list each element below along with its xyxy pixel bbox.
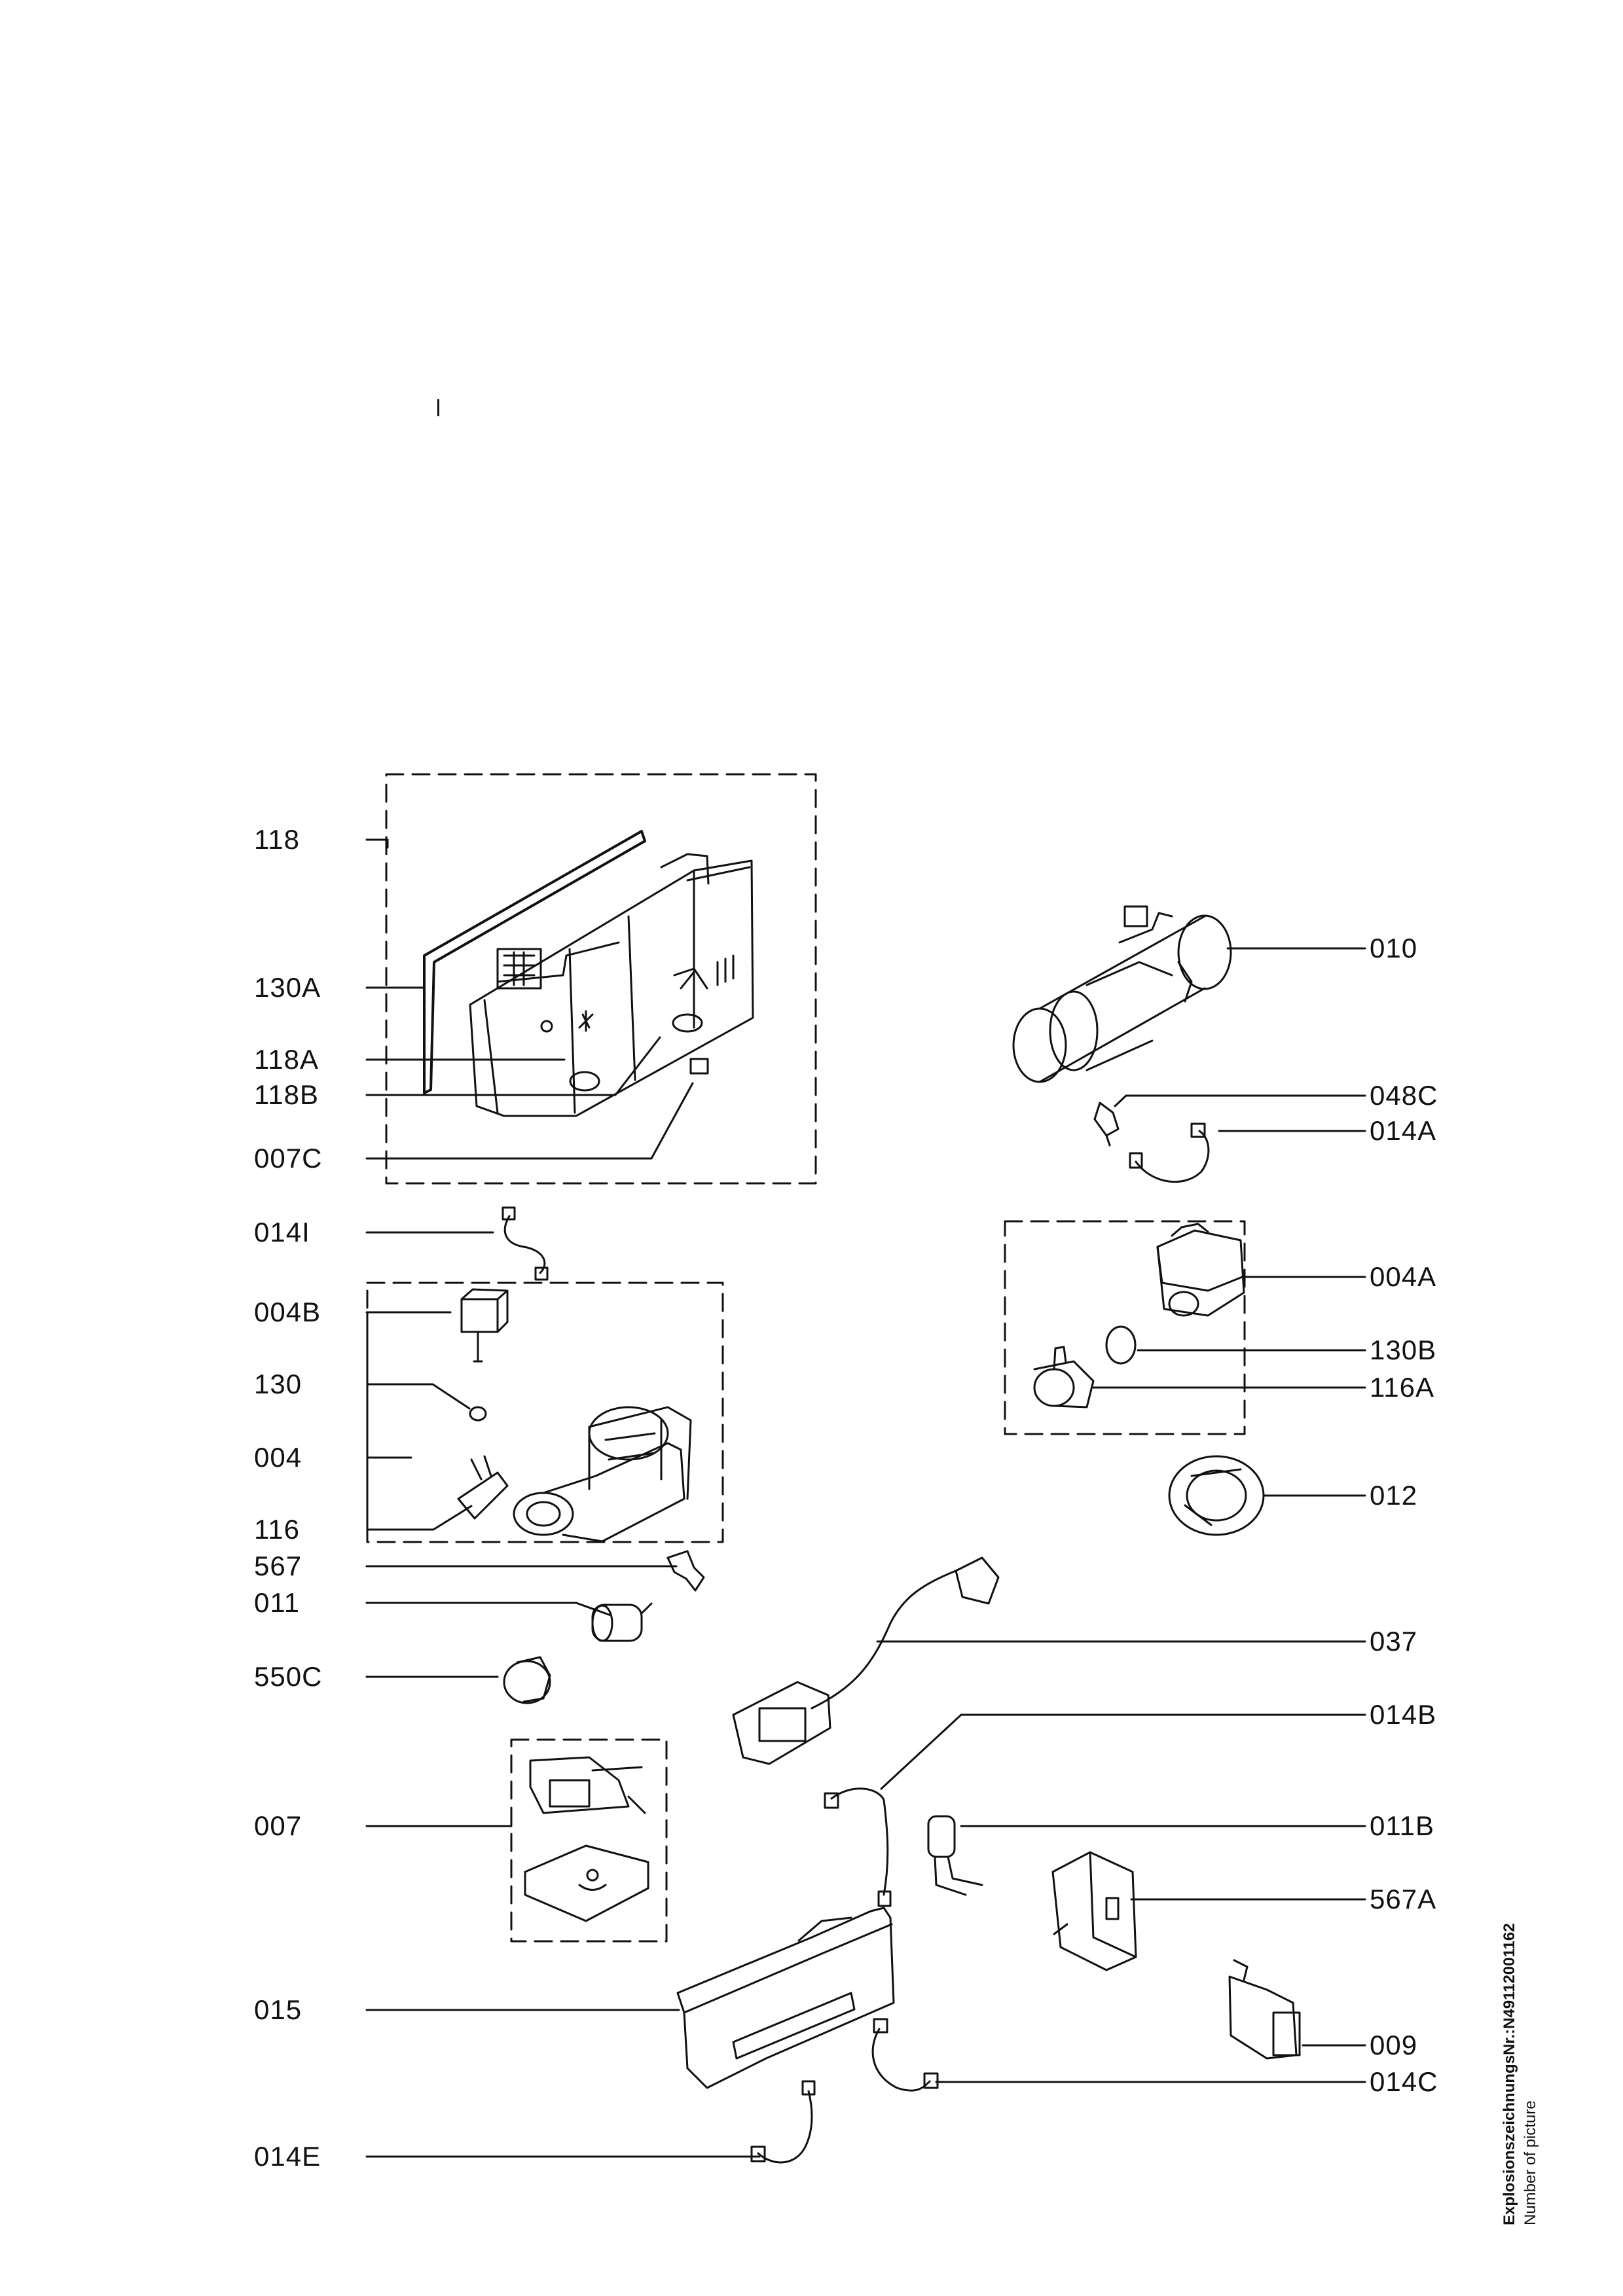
label-550C: 550C [254, 1661, 323, 1692]
heater-010-drawing [1012, 905, 1232, 1083]
label-004B: 004B [254, 1297, 321, 1327]
part-011B-drawing [927, 1815, 983, 1896]
label-004: 004 [254, 1442, 302, 1473]
label-012: 012 [1370, 1480, 1418, 1511]
part-116A-drawing [1033, 1346, 1095, 1408]
label-007: 007 [254, 1810, 302, 1841]
pump-004-drawing [457, 1406, 692, 1543]
label-118B: 118B [254, 1079, 319, 1110]
wire-014C-drawing [871, 2018, 939, 2092]
label-118A: 118A [254, 1044, 319, 1075]
label-015: 015 [254, 1994, 302, 2025]
label-130: 130 [254, 1369, 302, 1399]
part-130-drawing [469, 1406, 487, 1422]
part-004B-drawing [460, 1288, 509, 1363]
part-567A-drawing [1051, 1851, 1137, 1971]
label-567: 567 [254, 1551, 302, 1581]
leader-048C-tip [1114, 1094, 1127, 1107]
group-box-dispenser [385, 773, 817, 1185]
label-010: 010 [1370, 933, 1418, 963]
part-011-drawing [591, 1602, 653, 1642]
label-014I: 014I [254, 1217, 310, 1247]
label-007C: 007C [254, 1143, 323, 1174]
leader-130 [367, 1383, 471, 1410]
leader-011 [365, 1602, 612, 1617]
drawing-number: ExplosionszeichnungsNr.:N49112001162 [1501, 1923, 1518, 2225]
wire-014I-drawing [501, 1206, 549, 1281]
part-048C-drawing [1093, 1102, 1120, 1147]
part-007-drawing [524, 1756, 649, 1922]
leader-116 [367, 1505, 473, 1531]
leader-007C [365, 1082, 694, 1160]
group-box-switch [510, 1738, 668, 1943]
label-130B: 130B [1370, 1335, 1437, 1365]
leader-014B-diag [880, 1713, 962, 1790]
label-118: 118 [254, 824, 300, 855]
label-011B: 011B [1370, 1810, 1434, 1841]
part-015-drawing [676, 1907, 895, 2089]
part-130B-drawing [1105, 1325, 1137, 1365]
label-567A: 567A [1370, 1884, 1437, 1914]
part-567-drawing [666, 1550, 705, 1592]
part-012-drawing [1168, 1455, 1265, 1536]
label-116: 116 [254, 1514, 300, 1545]
label-048C: 048C [1370, 1080, 1438, 1111]
wire-014B-drawing [824, 1787, 892, 1907]
label-014A: 014A [1370, 1115, 1437, 1146]
dispenser-118-drawing [423, 830, 754, 1117]
label-037: 037 [1370, 1626, 1418, 1657]
part-009-drawing [1228, 1959, 1301, 2060]
wire-014E-drawing [750, 2080, 816, 2164]
part-037-drawing [732, 1556, 1000, 1765]
label-014B: 014B [1370, 1699, 1437, 1730]
stray-tick-mark [437, 399, 439, 416]
part-550C-drawing [503, 1656, 551, 1704]
label-130A: 130A [254, 972, 321, 1003]
drawing-footer: ExplosionszeichnungsNr.:N49112001162 Num… [1499, 1923, 1541, 2225]
label-014C: 014C [1370, 2066, 1438, 2097]
leader-118B [365, 1036, 661, 1096]
part-004A-drawing [1156, 1223, 1245, 1317]
label-009: 009 [1370, 2030, 1418, 2060]
label-011: 011 [254, 1587, 300, 1618]
label-116A: 116A [1370, 1372, 1434, 1403]
drawing-caption: Number of picture [1522, 2100, 1539, 2225]
group-box-pump [366, 1282, 724, 1543]
group-box-pressostat [1004, 1220, 1246, 1435]
label-014E: 014E [254, 2141, 321, 2172]
label-004A: 004A [1370, 1261, 1437, 1292]
wire-014A-drawing [1129, 1122, 1210, 1183]
